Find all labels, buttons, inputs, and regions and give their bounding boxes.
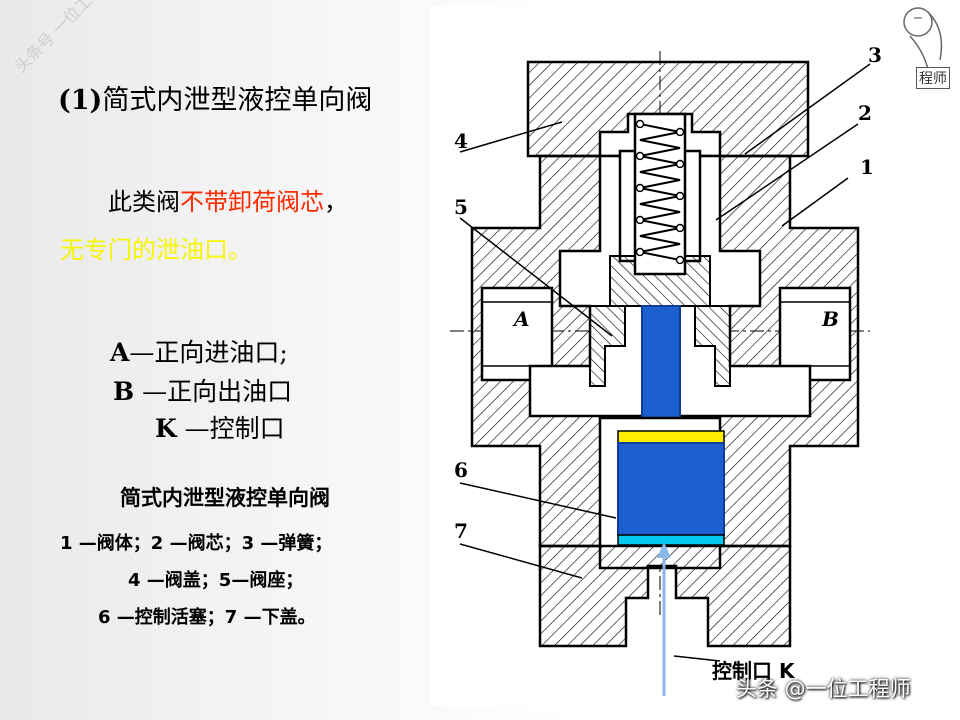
label-2: 2 xyxy=(858,101,872,125)
description-line-1: 此类阀不带卸荷阀芯， xyxy=(108,182,348,217)
caption-title: 简式内泄型液控单向阀 xyxy=(120,486,330,510)
valve-seat-right-part-5 xyxy=(694,305,731,387)
port-k-key: K xyxy=(155,414,177,443)
label-6: 6 xyxy=(454,458,468,482)
label-3: 3 xyxy=(868,43,882,67)
legend-line-3: 6 —控制活塞；7 —下盖。 xyxy=(98,607,316,628)
label-control-port: 控制口 K xyxy=(712,659,796,683)
slide-title: (1)简式内泄型液控单向阀 xyxy=(58,78,372,117)
port-b-key: B xyxy=(113,377,135,406)
port-a-bore xyxy=(480,286,554,382)
label-port-b: B xyxy=(821,307,839,331)
port-b-bore xyxy=(778,286,852,382)
description-line-2: 无专门的泄油口。 xyxy=(60,236,252,264)
port-k-definition: K —控制口 xyxy=(155,409,285,445)
control-flow-arrowhead xyxy=(657,542,671,558)
label-port-a: A xyxy=(512,307,530,331)
desc-prefix: 此类阀 xyxy=(108,188,180,216)
title-number: (1) xyxy=(58,85,103,116)
port-a-key: A xyxy=(110,338,130,367)
piston-bottom-band xyxy=(617,534,725,546)
bottom-cover-part-7 xyxy=(538,544,792,648)
bottom-watermark: 头条 @一位工程师 xyxy=(736,677,911,701)
port-a-text: —正向进油口; xyxy=(129,338,288,367)
valve-svg: 3 2 1 4 5 6 7 A B 控制口 K xyxy=(450,43,882,696)
diagonal-watermark: 头条号 一位工程师 xyxy=(10,0,119,77)
valve-cross-section-diagram: 3 2 1 4 5 6 7 A B 控制口 K xyxy=(430,6,920,706)
logo-caption: 程师 xyxy=(916,67,950,89)
port-b-definition: B —正向出油口 xyxy=(113,372,292,408)
legend-line-2: 4 —阀盖；5—阀座； xyxy=(128,570,304,591)
port-k-text: —控制口 xyxy=(176,414,285,443)
control-piston-part-6 xyxy=(617,442,725,536)
desc-suffix: ， xyxy=(324,188,348,216)
label-1: 1 xyxy=(860,155,874,179)
desc-highlight: 不带卸荷阀芯 xyxy=(180,188,324,216)
port-a-definition: A—正向进油口; xyxy=(110,333,288,369)
label-5: 5 xyxy=(454,195,468,219)
legend-line-1: 1 —阀体；2 —阀芯；3 —弹簧； xyxy=(60,533,333,554)
title-text: 简式内泄型液控单向阀 xyxy=(102,85,373,116)
port-b-text: —正向出油口 xyxy=(134,377,293,406)
label-4: 4 xyxy=(454,129,468,153)
piston-top-band xyxy=(617,430,725,444)
piston-rod xyxy=(641,305,681,425)
label-7: 7 xyxy=(454,519,468,543)
